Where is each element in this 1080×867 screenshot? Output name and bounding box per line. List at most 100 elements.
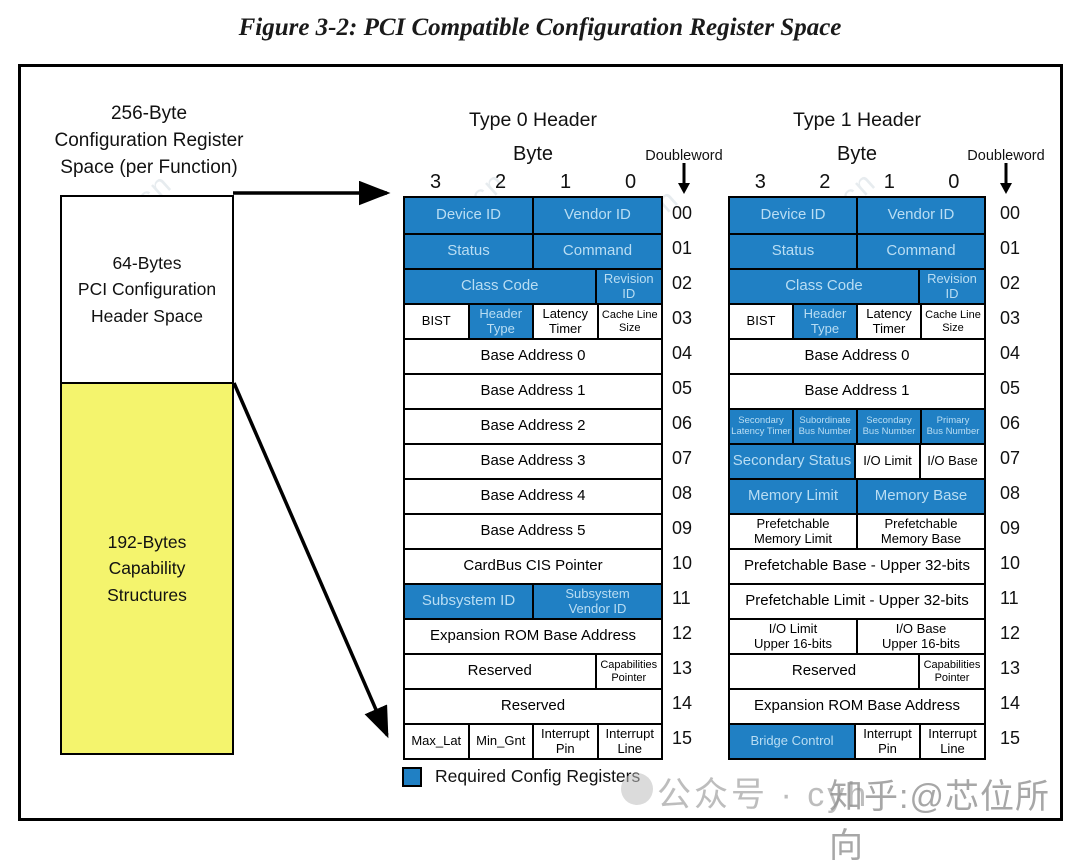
- register-cell: Base Address 2: [405, 410, 661, 443]
- doubleword-number: 08: [672, 483, 693, 503]
- register-cell: Secondary Latency Timer: [730, 410, 792, 443]
- register-cell: Interrupt Line: [919, 725, 984, 758]
- register-cell: Secondary Bus Number: [856, 410, 920, 443]
- register-row: Base Address 0: [405, 338, 661, 373]
- doubleword-number: 06: [1000, 413, 1021, 433]
- register-row: Reserved: [405, 688, 661, 723]
- wechat-icon: [621, 773, 653, 805]
- doubleword-number: 06: [672, 413, 693, 433]
- doubleword-number: 03: [672, 308, 693, 328]
- register-cell: Base Address 0: [730, 340, 984, 373]
- register-row: Expansion ROM Base Address: [405, 618, 661, 653]
- register-cell: Device ID: [730, 198, 856, 233]
- register-cell: Prefetchable Limit - Upper 32-bits: [730, 585, 984, 618]
- register-cell: Min_Gnt: [467, 725, 532, 758]
- doubleword-number: 14: [672, 693, 693, 713]
- doubleword-number: 07: [1000, 448, 1021, 468]
- register-cell: Status: [405, 235, 532, 268]
- register-cell: Reserved: [405, 655, 595, 688]
- type0-header-title: Type 0 Header: [469, 109, 597, 131]
- register-cell: Class Code: [730, 270, 918, 303]
- register-cell: Capabilities Pointer: [594, 655, 661, 688]
- register-cell: Base Address 0: [405, 340, 661, 373]
- footer-watermark-secondary: 知乎:@芯位所向: [829, 778, 1050, 865]
- register-cell: Revision ID: [594, 270, 661, 303]
- type0-doubleword-label: Doubleword: [645, 148, 723, 164]
- register-cell: Subsystem ID: [405, 585, 532, 618]
- register-cell: Header Type: [467, 305, 532, 338]
- register-row: Base Address 0: [730, 338, 984, 373]
- doubleword-number: 14: [1000, 693, 1021, 713]
- register-cell: Command: [532, 235, 661, 268]
- register-cell: Interrupt Pin: [532, 725, 597, 758]
- register-cell: Secondary Status: [730, 445, 854, 478]
- register-cell: BIST: [405, 305, 468, 338]
- register-cell: I/O Base: [919, 445, 984, 478]
- register-cell: Prefetchable Base - Upper 32-bits: [730, 550, 984, 583]
- register-row: Base Address 4: [405, 478, 661, 513]
- register-row: Prefetchable Base - Upper 32-bits: [730, 548, 984, 583]
- doubleword-arrow-icon: [1000, 163, 1012, 194]
- register-cell: Base Address 1: [405, 375, 661, 408]
- register-cell: Max_Lat: [405, 725, 468, 758]
- config-space-caption: 256-Byte Configuration Register Space (p…: [54, 103, 244, 178]
- register-row: Base Address 3: [405, 443, 661, 478]
- doubleword-number: 10: [1000, 553, 1021, 573]
- register-cell: Latency Timer: [532, 305, 597, 338]
- register-row: Base Address 2: [405, 408, 661, 443]
- register-cell: CardBus CIS Pointer: [405, 550, 661, 583]
- register-cell: Cache Line Size: [920, 305, 984, 338]
- footer-watermark: 公众号 · cyh 知乎:@芯位所向: [619, 762, 1059, 865]
- byte-digit: 3: [754, 171, 766, 193]
- doubleword-number: 13: [672, 658, 693, 678]
- doubleword-arrow-icon: [678, 163, 690, 194]
- register-cell: Device ID: [405, 198, 532, 233]
- doubleword-number: 00: [672, 203, 693, 223]
- doubleword-number: 10: [672, 553, 693, 573]
- doubleword-number: 09: [1000, 518, 1021, 538]
- type1-doubleword-label: Doubleword: [967, 148, 1045, 164]
- register-row: Prefetchable Limit - Upper 32-bits: [730, 583, 984, 618]
- diagram-frame: php.cn php.cn php.cn php.cn php.cn php.c…: [18, 64, 1063, 865]
- register-cell: Subordinate Bus Number: [792, 410, 856, 443]
- register-cell: Latency Timer: [856, 305, 920, 338]
- type0-byte-label: Byte: [512, 143, 554, 165]
- doubleword-number: 12: [672, 623, 693, 643]
- doubleword-number: 11: [1000, 588, 1019, 608]
- doubleword-number: 05: [1000, 378, 1021, 398]
- register-cell: Header Type: [792, 305, 856, 338]
- doubleword-number: 01: [672, 238, 693, 258]
- doubleword-number: 04: [672, 343, 693, 363]
- figure-title: Figure 3-2: PCI Compatible Configuration…: [238, 14, 842, 41]
- register-cell: Memory Base: [856, 480, 984, 513]
- register-cell: Memory Limit: [730, 480, 856, 513]
- byte-digit: 2: [819, 171, 831, 193]
- byte-digit: 1: [883, 171, 895, 193]
- doubleword-number: 12: [1000, 623, 1021, 643]
- register-row: Base Address 1: [405, 373, 661, 408]
- register-row: Base Address 1: [730, 373, 984, 408]
- doubleword-number: 15: [672, 728, 693, 748]
- doubleword-number: 03: [1000, 308, 1021, 328]
- register-cell: I/O Limit: [854, 445, 919, 478]
- doubleword-number: 13: [1000, 658, 1021, 678]
- register-cell: Interrupt Line: [596, 725, 661, 758]
- byte-digit: 3: [429, 171, 442, 193]
- register-cell: Capabilities Pointer: [918, 655, 984, 688]
- register-cell: Prefetchable Memory Limit: [730, 515, 856, 548]
- register-cell: Revision ID: [918, 270, 984, 303]
- legend: Required Config Registers: [402, 766, 640, 787]
- register-row: CardBus CIS Pointer: [405, 548, 661, 583]
- doubleword-number: 02: [1000, 273, 1021, 293]
- register-cell: Expansion ROM Base Address: [405, 620, 661, 653]
